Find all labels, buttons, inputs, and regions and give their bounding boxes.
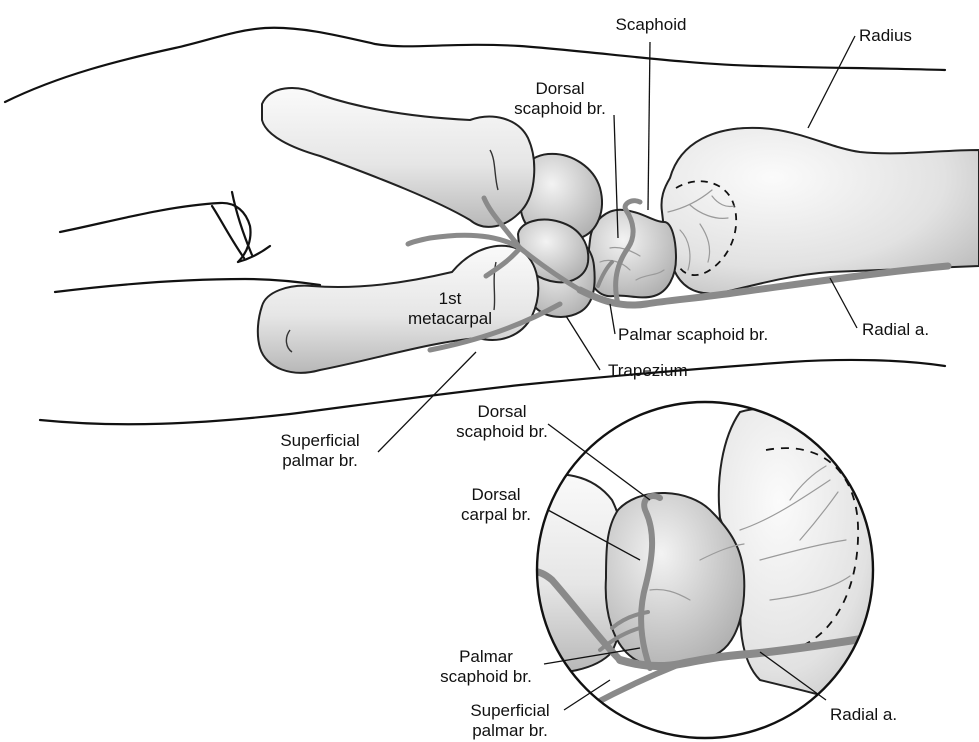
inset-label-dorsal-scaphoid-line1: Dorsal [477, 402, 526, 421]
label-radial-a: Radial a. [862, 320, 929, 339]
label-trapezium: Trapezium [608, 361, 688, 380]
inset-label-radial-a: Radial a. [830, 705, 897, 724]
label-palmar-scaphoid: Palmar scaphoid br. [618, 325, 768, 344]
inset-label-dorsal-carpal-line1: Dorsal [471, 485, 520, 504]
label-first-metacarpal-line1: 1st [439, 289, 462, 308]
first-metacarpal-bone [258, 246, 538, 373]
inset-label-palmar-scaphoid-line1: Palmar [459, 647, 513, 666]
inset-label-superficial-palmar-line2: palmar br. [472, 721, 548, 740]
inset-label-dorsal-carpal-line2: carpal br. [461, 505, 531, 524]
inset-label-palmar-scaphoid-line2: scaphoid br. [440, 667, 532, 686]
label-radius: Radius [859, 26, 912, 45]
label-scaphoid: Scaphoid [616, 15, 687, 34]
second-metacarpal-bone [262, 88, 534, 227]
label-superficial-palmar-line2: palmar br. [282, 451, 358, 470]
label-superficial-palmar-line1: Superficial [280, 431, 359, 450]
label-first-metacarpal-line2: metacarpal [408, 309, 492, 328]
inset-label-superficial-palmar-line1: Superficial [470, 701, 549, 720]
label-dorsal-scaphoid-line2: scaphoid br. [514, 99, 606, 118]
label-dorsal-scaphoid-line1: Dorsal [535, 79, 584, 98]
inset-label-dorsal-scaphoid-line2: scaphoid br. [456, 422, 548, 441]
